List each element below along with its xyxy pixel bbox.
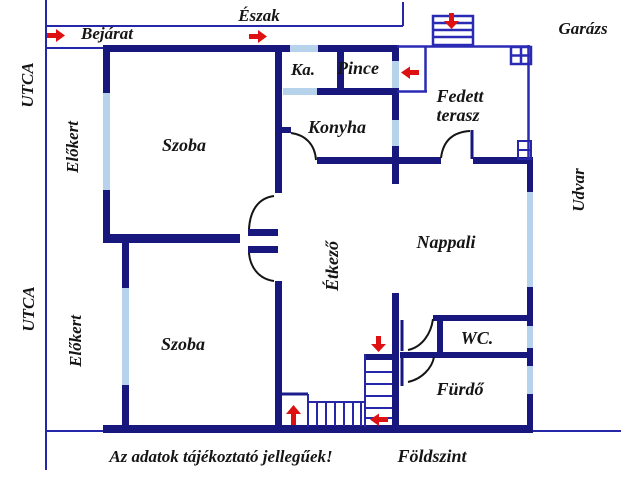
- room-label-ka: Ka.: [290, 60, 315, 79]
- window-nappali-right: [527, 192, 533, 287]
- wall-mid-horizontal: [103, 234, 240, 243]
- arrow-left-pince-lobby-icon: [401, 66, 419, 79]
- front-garden-label-bottom: Előkert: [66, 314, 85, 368]
- room-label-terasz: terasz: [436, 105, 479, 125]
- street-label-top: UTCA: [18, 62, 37, 107]
- door-arc-furdo: [407, 356, 435, 383]
- arrow-down-inner-stairs-icon: [371, 336, 386, 352]
- room-label-pince: Pince: [336, 58, 379, 78]
- wall-ka-right: [337, 45, 344, 95]
- konyha-door-stub: [282, 127, 291, 133]
- walls: [103, 45, 533, 433]
- window-wc-right: [527, 326, 533, 348]
- room-label-wc: WC.: [461, 328, 494, 348]
- wall-spine-upper: [392, 45, 399, 164]
- room-label-szoba-top: Szoba: [162, 135, 206, 155]
- wall-szoba-right-upper: [275, 45, 282, 193]
- plan-labels: Észak Bejárat Garázs UTCA UTCA Előkert E…: [18, 6, 608, 466]
- windows: [103, 45, 533, 394]
- room-label-furdo: Fürdő: [435, 379, 484, 399]
- wall-spine-lower: [392, 293, 399, 432]
- wall-terasz-bottom-right: [473, 157, 533, 164]
- front-garden-label-top: Előkert: [63, 120, 82, 174]
- stair-top-edge: [365, 354, 395, 360]
- terrace-structure: [397, 14, 533, 160]
- window-spine-2: [392, 120, 399, 146]
- disclaimer-text: Az adatok tájékoztató jellegűek!: [108, 447, 332, 466]
- room-label-szoba-bottom: Szoba: [161, 334, 205, 354]
- direction-arrows: [47, 13, 459, 426]
- entrance-label: Bejárat: [80, 24, 134, 43]
- window-ka-top: [290, 45, 318, 52]
- wall-wc-bottom: [400, 352, 530, 358]
- wall-right-2: [527, 287, 533, 326]
- wall-konyha-bottom: [317, 157, 400, 164]
- door-arc-terasz: [440, 130, 471, 159]
- room-label-fedett: Fedett: [436, 86, 485, 106]
- wall-right-3: [527, 348, 533, 366]
- wall-top-szoba: [103, 45, 283, 52]
- door-arc-szoba-top: [248, 195, 275, 230]
- door-arc-konyha: [290, 132, 317, 161]
- radiator-icon: [517, 140, 532, 160]
- wall-szoba-right-lower: [275, 281, 282, 430]
- floor-name-label: Földszint: [396, 446, 467, 466]
- arrow-right-eszak-icon: [249, 30, 267, 43]
- window-szoba-bottom-left: [122, 288, 129, 385]
- street-label-bottom: UTCA: [19, 286, 38, 331]
- wall-wc-top: [433, 315, 530, 321]
- chimney-grid-icon: [509, 45, 533, 66]
- wall-wc-left: [437, 315, 443, 358]
- wall-terasz-bottom-left: [397, 157, 441, 164]
- room-label-nappali: Nappali: [415, 232, 475, 252]
- arrow-right-bejarat-icon: [47, 29, 65, 42]
- window-furdo-right: [527, 366, 533, 394]
- arrow-up-landing-icon: [286, 405, 301, 425]
- window-szoba-top-left: [103, 93, 110, 190]
- double-door-leaf-lower: [248, 246, 278, 253]
- site-boundary-lines: [45, 0, 621, 470]
- arrow-left-stair-bottom-icon: [370, 413, 388, 426]
- garage-label: Garázs: [558, 19, 608, 38]
- double-door-leaf-upper: [248, 229, 278, 236]
- window-spine-1: [392, 61, 399, 88]
- door-arc-szoba-bottom: [248, 252, 275, 282]
- wall-right-1: [527, 160, 533, 192]
- room-label-konyha: Konyha: [307, 117, 366, 137]
- wall-spine-stub: [392, 164, 399, 184]
- north-label: Észak: [237, 6, 280, 25]
- wall-right-4: [527, 394, 533, 432]
- room-label-etkezo: Étkező: [321, 240, 342, 292]
- yard-label: Udvar: [569, 168, 588, 212]
- wall-bottom: [103, 425, 533, 433]
- window-ka-bottom: [283, 88, 317, 95]
- arrow-down-outdoor-stairs-icon: [444, 13, 459, 29]
- doors: [248, 130, 474, 386]
- wall-ka-pince-bottom: [283, 88, 397, 95]
- door-arc-wc: [407, 318, 434, 351]
